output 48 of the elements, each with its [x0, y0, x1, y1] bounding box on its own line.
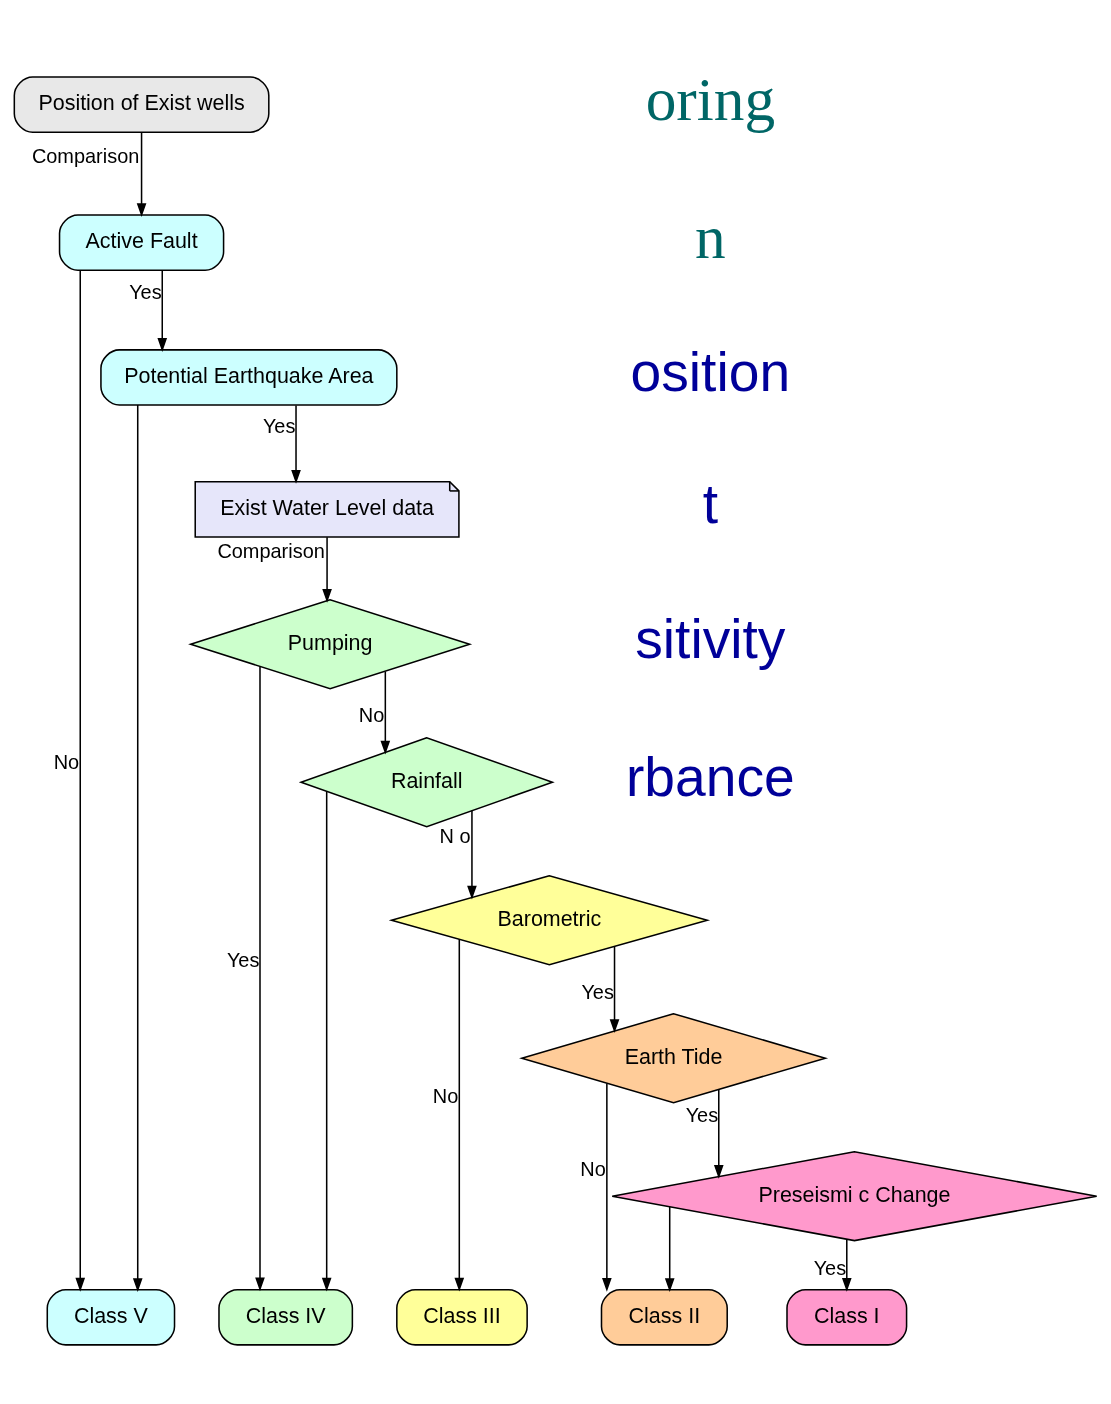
edge-label: Yes [226, 948, 260, 971]
edge-label: No [53, 750, 80, 773]
edge-label: No [432, 1084, 459, 1107]
label: sitivity [635, 607, 786, 670]
node-box: Active Fault [58, 213, 225, 271]
edge-label: Yes [685, 1103, 719, 1126]
arrow [291, 404, 301, 484]
arrow [467, 809, 477, 899]
label: n [695, 202, 726, 271]
arrow [322, 536, 332, 603]
node-diamond: Earth Tide [519, 1012, 829, 1103]
edge-label: Yes [129, 280, 162, 303]
edge-label: Comparison [31, 144, 140, 167]
label: rbance [625, 745, 795, 808]
arrow [136, 131, 147, 217]
arrow [75, 268, 86, 1292]
edge-label: N o [439, 824, 471, 847]
node-diamond: Pumping [188, 598, 473, 689]
arrow [713, 1088, 724, 1179]
node-diamond: Rainfall [298, 736, 555, 827]
node-diamond: Preseismi c Change [611, 1150, 1098, 1241]
label: oring [645, 64, 776, 133]
arrow [321, 790, 332, 1292]
arrow [255, 665, 265, 1291]
arrow [380, 670, 391, 754]
node-box: Class II [600, 1288, 728, 1346]
label: t [702, 472, 719, 535]
edge-label: Comparison [217, 539, 325, 562]
arrow [132, 403, 143, 1292]
node-diamond: Barometric [388, 874, 711, 965]
label: osition [630, 340, 791, 403]
arrow [664, 1205, 675, 1292]
node-box: Class III [396, 1288, 528, 1346]
arrow [609, 945, 620, 1033]
node-box: Class V [46, 1288, 176, 1346]
node-box: Class I [786, 1288, 908, 1346]
edge-label: No [580, 1157, 606, 1180]
arrow [157, 269, 168, 352]
edge-label: Yes [581, 980, 614, 1003]
arrow [841, 1238, 852, 1292]
edge-label: Yes [262, 414, 296, 437]
node-box: Position of Exist wells [13, 75, 270, 133]
edge-label: Yes [813, 1256, 847, 1279]
edge-label: No [358, 703, 385, 726]
arrow [602, 1082, 612, 1292]
node-box: Class IV [218, 1288, 354, 1346]
arrow [454, 938, 465, 1291]
node-box: Potential Earthquake Area [100, 348, 398, 406]
